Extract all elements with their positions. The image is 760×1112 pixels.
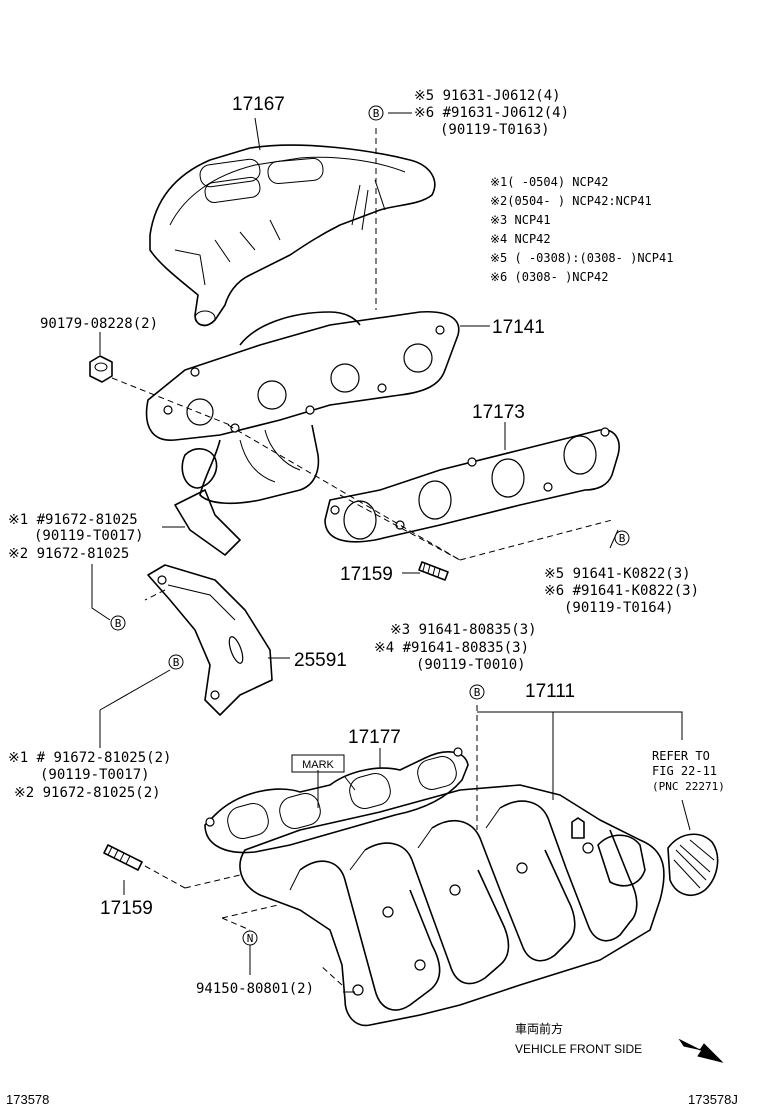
footer-left-code: 173578 — [6, 1092, 49, 1107]
footer-right-code: 173578J — [688, 1092, 738, 1107]
label-gasket-bolt-3[interactable]: (90119-T0164) — [564, 600, 674, 616]
label-bracket-bolt-1[interactable]: ※1 #91672-81025 — [8, 512, 138, 528]
heat-insulator[interactable] — [149, 144, 436, 327]
label-stud-lower[interactable]: 17159 — [100, 898, 153, 919]
label-stay-bolt-2[interactable]: (90119-T0017) — [40, 767, 150, 783]
exhaust-manifold[interactable] — [145, 310, 460, 556]
callout-letter: B — [115, 617, 122, 630]
refer-line-3: (PNC 22271) — [652, 780, 725, 793]
callout-letter: B — [619, 532, 626, 545]
label-intake-gasket[interactable]: 17177 — [348, 727, 401, 748]
label-gasket-bolt-1[interactable]: ※5 91641-K0822(3) — [544, 566, 691, 582]
vehicle-front-direction: 車両前方 VEHICLE FRONT SIDE — [515, 1021, 724, 1063]
note-4: ※4 NCP42 — [490, 232, 551, 246]
callout-letter: B — [474, 686, 481, 699]
note-1: ※1( -0504) NCP42 — [490, 175, 608, 189]
label-gasket-bolt-2[interactable]: ※6 #91641-K0822(3) — [544, 583, 699, 599]
label-bracket-bolt-2[interactable]: (90119-T0017) — [34, 528, 144, 544]
refer-line-1: REFER TO — [652, 749, 710, 763]
callout-b-top: B — [368, 105, 384, 121]
direction-jp: 車両前方 — [515, 1021, 563, 1036]
stud-upper[interactable] — [418, 561, 449, 581]
label-top-bolt-2[interactable]: ※6 #91631-J0612(4) — [414, 105, 569, 121]
label-stay-bolt-3[interactable]: ※2 91672-81025(2) — [14, 785, 161, 801]
reference-lines — [111, 128, 613, 986]
mark-label: MARK — [291, 754, 345, 773]
callout-n: N — [242, 930, 258, 946]
label-intake-bolt-2[interactable]: ※4 #91641-80835(3) — [374, 640, 529, 656]
refer-to-note[interactable]: REFER TO FIG 22-11 (PNC 22271) — [652, 749, 725, 793]
label-exhaust-manifold[interactable]: 17141 — [492, 317, 545, 338]
label-exhaust-gasket[interactable]: 17173 — [472, 402, 525, 423]
direction-en: VEHICLE FRONT SIDE — [515, 1042, 642, 1056]
callout-letter: B — [373, 107, 380, 120]
direction-arrow-icon — [678, 1038, 724, 1063]
label-stay-bracket[interactable]: 25591 — [294, 650, 347, 671]
stud-lower[interactable] — [103, 844, 143, 871]
note-3: ※3 NCP41 — [490, 213, 551, 227]
application-notes: ※1( -0504) NCP42 ※2(0504- ) NCP42:NCP41 … — [490, 175, 673, 284]
label-heat-insulator[interactable]: 17167 — [232, 94, 285, 115]
label-intake-manifold[interactable]: 17111 — [525, 681, 575, 702]
callout-letter: N — [247, 932, 254, 945]
exhaust-gasket[interactable] — [324, 427, 620, 543]
label-stay-bolt-1[interactable]: ※1 # 91672-81025(2) — [8, 750, 171, 766]
note-6: ※6 (0308- )NCP42 — [490, 270, 608, 284]
label-intake-bolt-3[interactable]: (90119-T0010) — [416, 657, 526, 673]
intake-manifold[interactable] — [239, 784, 719, 1027]
callout-letter: B — [173, 656, 180, 669]
label-nut[interactable]: 90179-08228(2) — [40, 316, 158, 332]
label-bottom-bolt[interactable]: 94150-80801(2) — [196, 981, 314, 997]
leader-lines — [91, 112, 691, 993]
note-2: ※2(0504- ) NCP42:NCP41 — [490, 194, 652, 208]
label-stud-upper[interactable]: 17159 — [340, 564, 393, 585]
callout-b-intake: B — [469, 684, 485, 700]
callout-b-gasket: B — [614, 530, 630, 546]
callout-b-bracket: B — [110, 615, 126, 631]
intake-gasket[interactable] — [204, 747, 469, 854]
label-bracket-bolt-3[interactable]: ※2 91672-81025 — [8, 546, 129, 562]
manifold-stay-bracket[interactable] — [147, 564, 273, 716]
label-top-bolt-3[interactable]: (90119-T0163) — [440, 122, 550, 138]
mark-text: MARK — [302, 759, 334, 771]
label-top-bolt-1[interactable]: ※5 91631-J0612(4) — [414, 88, 561, 104]
callout-b-stay: B — [168, 654, 184, 670]
refer-line-2: FIG 22-11 — [652, 764, 717, 778]
note-5: ※5 ( -0308):(0308- )NCP41 — [490, 251, 673, 265]
hex-nut[interactable] — [89, 355, 113, 383]
label-intake-bolt-1[interactable]: ※3 91641-80835(3) — [390, 622, 537, 638]
